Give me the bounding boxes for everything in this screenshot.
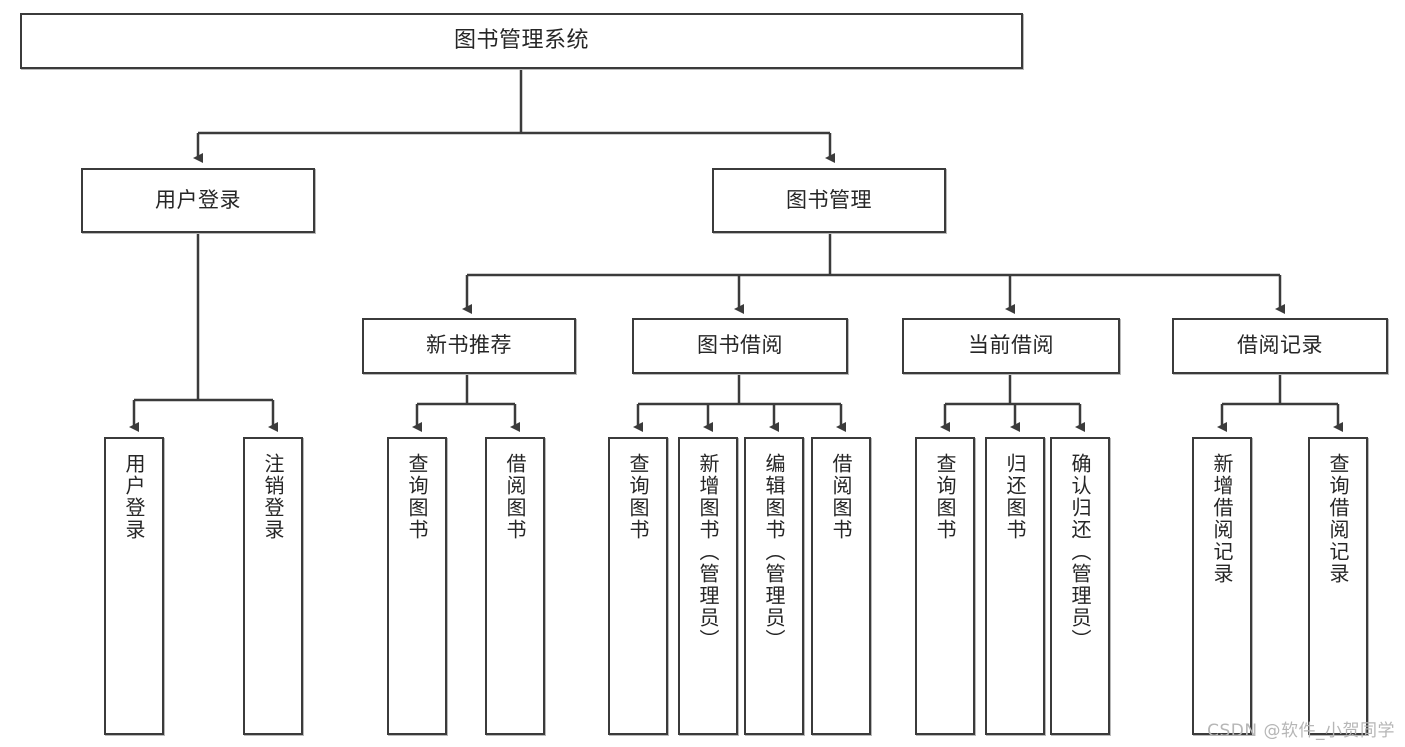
leaf-book-borrow-add-admin[interactable]: 新增图书（管理员） [678,437,738,735]
node-new-book-recommend-label: 新书推荐 [426,333,512,358]
leaf-current-borrow-return-label: 归还图书 [1003,453,1027,541]
leaf-current-borrow-query[interactable]: 查询图书 [915,437,975,735]
watermark-text: CSDN @软件_小贺同学 [1207,721,1395,741]
leaf-book-borrow-borrow[interactable]: 借阅图书 [811,437,871,735]
leaf-user-login-logout-label: 注销登录 [261,453,285,541]
leaf-borrow-record-query-label: 查询借阅记录 [1326,453,1350,585]
leaf-user-login-login[interactable]: 用户登录 [104,437,164,735]
node-borrow-record-label: 借阅记录 [1237,333,1323,358]
leaf-book-borrow-edit-admin[interactable]: 编辑图书（管理员） [744,437,804,735]
node-user-login[interactable]: 用户登录 [81,168,315,233]
leaf-new-book-query-label: 查询图书 [405,453,429,541]
leaf-book-borrow-query-label: 查询图书 [626,453,650,541]
leaf-new-book-borrow[interactable]: 借阅图书 [485,437,545,735]
leaf-book-borrow-edit-admin-label: 编辑图书（管理员） [762,453,786,651]
leaf-borrow-record-query[interactable]: 查询借阅记录 [1308,437,1368,735]
node-borrow-record[interactable]: 借阅记录 [1172,318,1388,374]
leaf-new-book-query[interactable]: 查询图书 [387,437,447,735]
node-root-system-label: 图书管理系统 [453,27,589,53]
node-root-system[interactable]: 图书管理系统 [20,13,1023,69]
leaf-borrow-record-add-label: 新增借阅记录 [1210,453,1234,585]
leaf-book-borrow-query[interactable]: 查询图书 [608,437,668,735]
leaf-user-login-login-label: 用户登录 [122,453,146,541]
node-book-borrow-label: 图书借阅 [697,333,783,358]
leaf-current-borrow-confirm-admin-label: 确认归还（管理员） [1068,453,1092,651]
node-current-borrow[interactable]: 当前借阅 [902,318,1120,374]
leaf-new-book-borrow-label: 借阅图书 [503,453,527,541]
node-current-borrow-label: 当前借阅 [968,333,1054,358]
node-book-management[interactable]: 图书管理 [712,168,946,233]
leaf-current-borrow-query-label: 查询图书 [933,453,957,541]
leaf-borrow-record-add[interactable]: 新增借阅记录 [1192,437,1252,735]
node-user-login-label: 用户登录 [155,187,241,212]
leaf-book-borrow-add-admin-label: 新增图书（管理员） [696,453,720,651]
node-book-borrow[interactable]: 图书借阅 [632,318,848,374]
leaf-current-borrow-confirm-admin[interactable]: 确认归还（管理员） [1050,437,1110,735]
node-book-management-label: 图书管理 [786,187,872,212]
leaf-user-login-logout[interactable]: 注销登录 [243,437,303,735]
node-new-book-recommend[interactable]: 新书推荐 [362,318,576,374]
leaf-book-borrow-borrow-label: 借阅图书 [829,453,853,541]
leaf-current-borrow-return[interactable]: 归还图书 [985,437,1045,735]
